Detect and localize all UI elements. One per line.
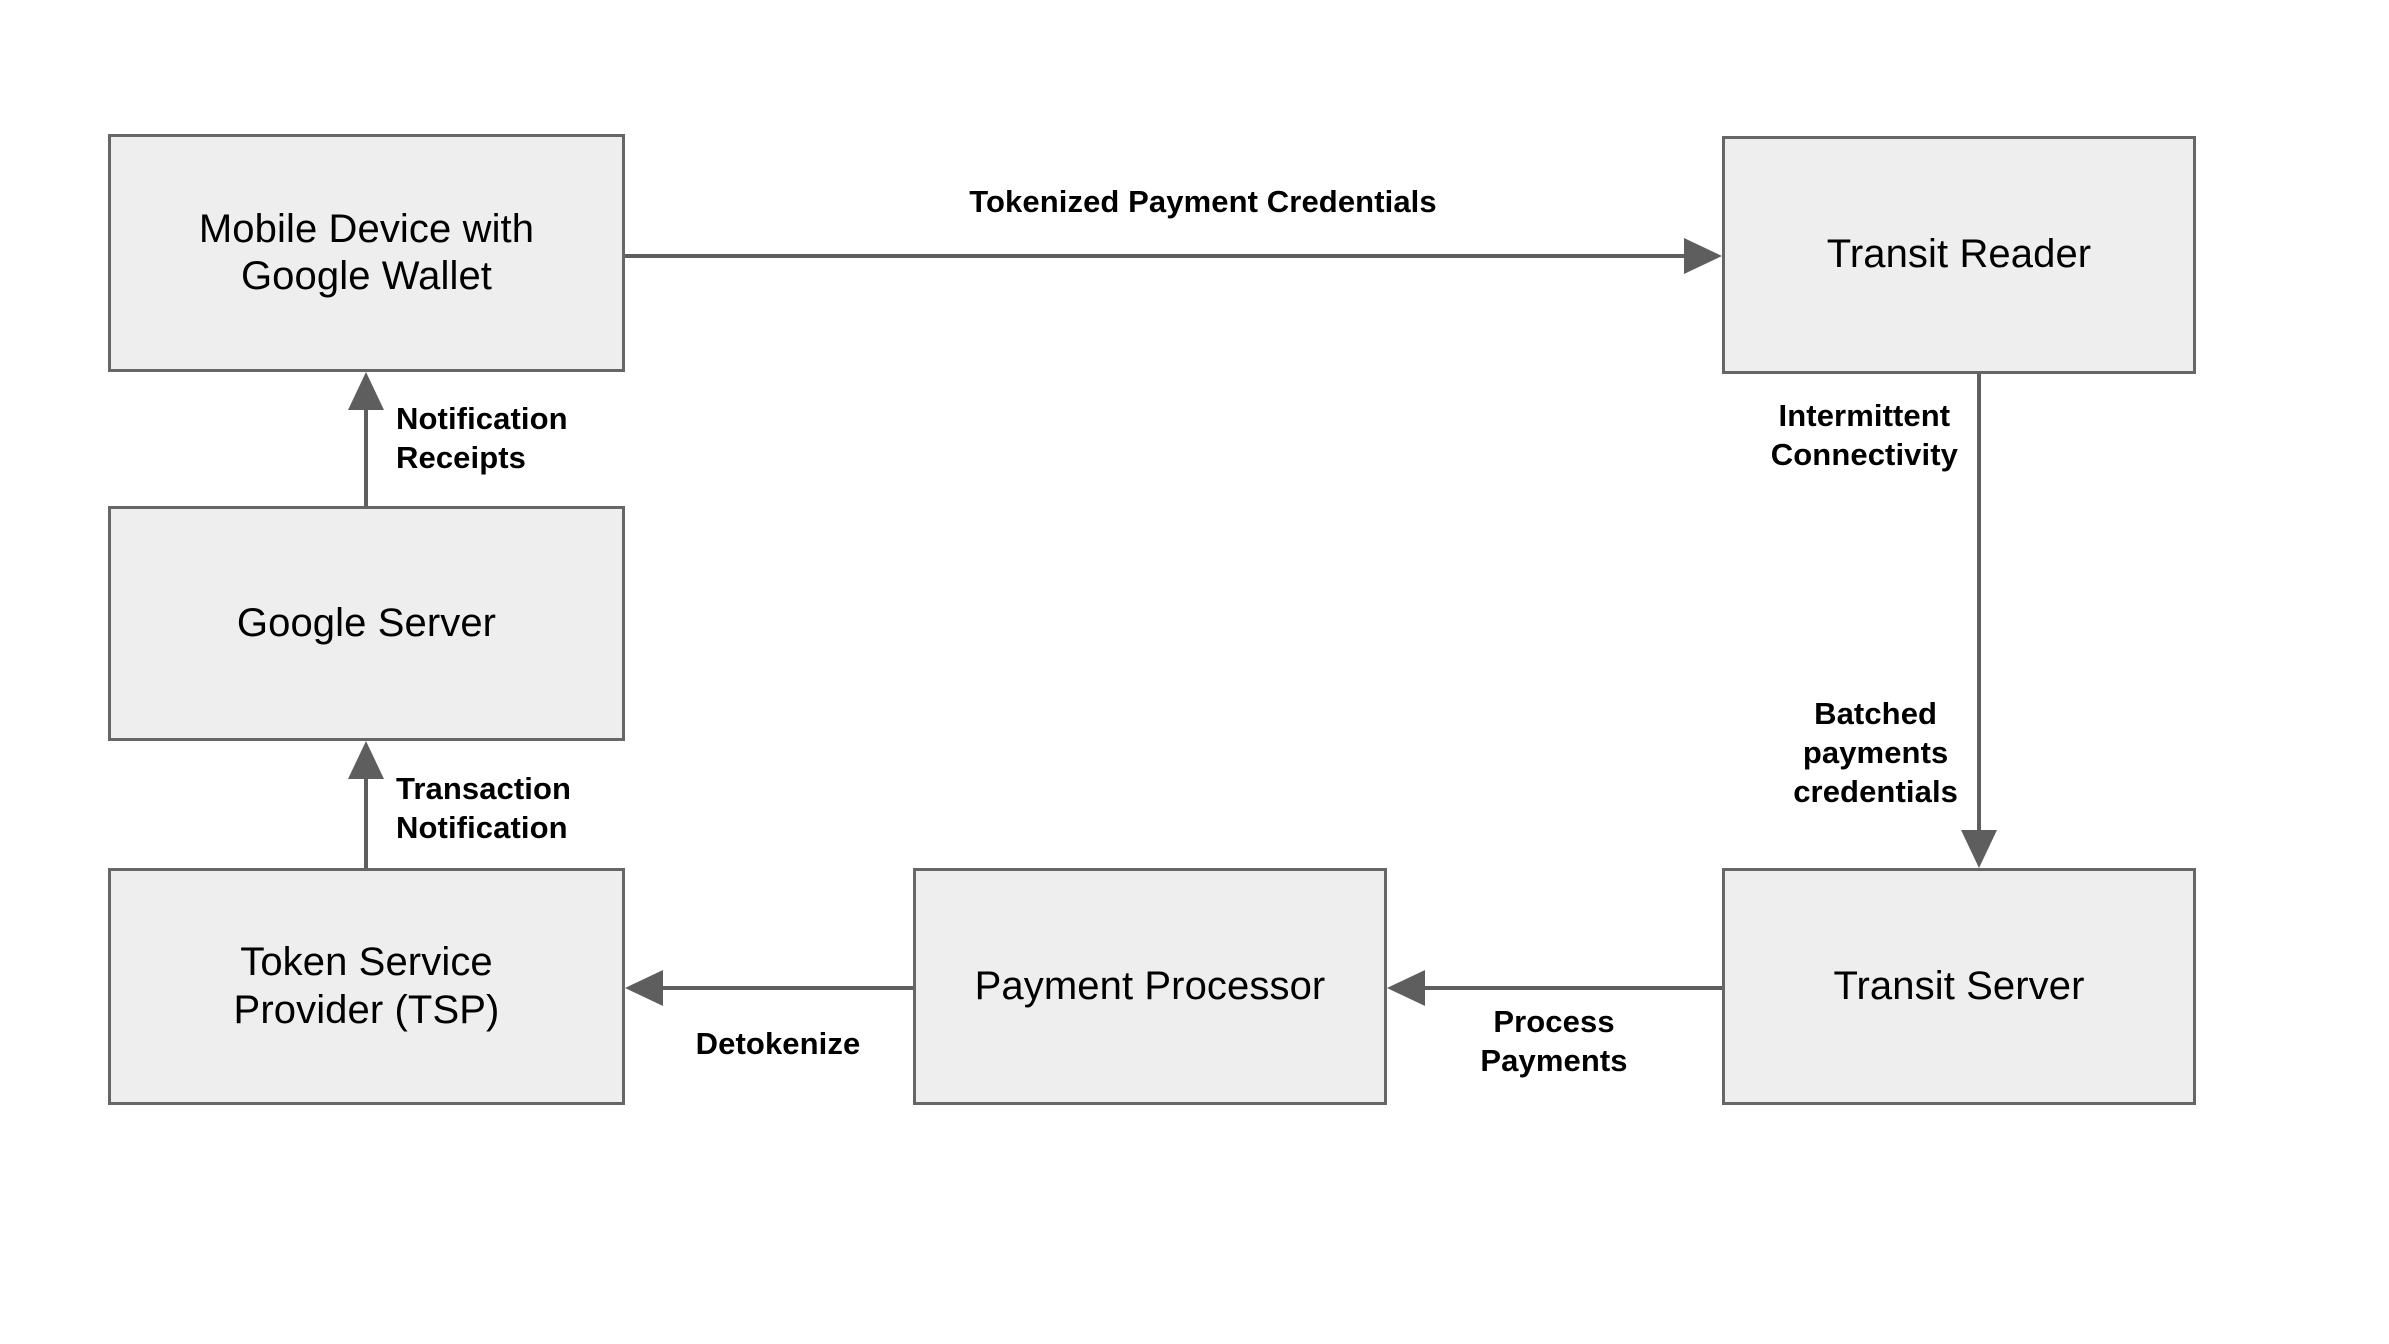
node-transit-reader[interactable]: Transit Reader (1722, 136, 2196, 374)
edge-label-tsp-to-google: Transaction Notification (396, 771, 572, 845)
node-payment-processor-label: Payment Processor (974, 963, 1326, 1008)
edge-label-transit-to-processor: Process Payments (1480, 1004, 1628, 1078)
edge-label-google-to-mobile: Notification Receipts (396, 401, 568, 475)
edge-label-reader-to-server: Intermittent Connectivity (1770, 398, 1958, 472)
node-mobile-device-label: Mobile Device with Google Wallet (198, 206, 535, 298)
edge-transit-to-processor (1387, 970, 1722, 1006)
edge-reader-to-server (1961, 374, 1997, 868)
node-google-server-label: Google Server (236, 600, 497, 645)
edge-mobile-to-reader (608, 238, 1722, 274)
node-token-service-provider[interactable]: Token Service Provider (TSP) (108, 868, 625, 1105)
node-transit-reader-label: Transit Reader (1826, 232, 2092, 277)
node-mobile-device[interactable]: Mobile Device with Google Wallet (108, 134, 625, 372)
edge-google-to-mobile (348, 372, 384, 506)
node-transit-server-label: Transit Server (1833, 963, 2085, 1008)
node-transit-server[interactable]: Transit Server (1722, 868, 2196, 1105)
edge-label-reader-to-server-batch: Batched payments credentials (1793, 696, 1958, 809)
edge-label-processor-to-tsp: Detokenize (695, 1026, 861, 1061)
node-google-server[interactable]: Google Server (108, 506, 625, 741)
edge-processor-to-tsp (625, 970, 913, 1006)
node-token-service-provider-label: Token Service Provider (TSP) (233, 940, 500, 1032)
node-payment-processor[interactable]: Payment Processor (913, 868, 1387, 1105)
edge-label-mobile-to-reader: Tokenized Payment Credentials (969, 184, 1437, 219)
edge-tsp-to-google (348, 741, 384, 868)
